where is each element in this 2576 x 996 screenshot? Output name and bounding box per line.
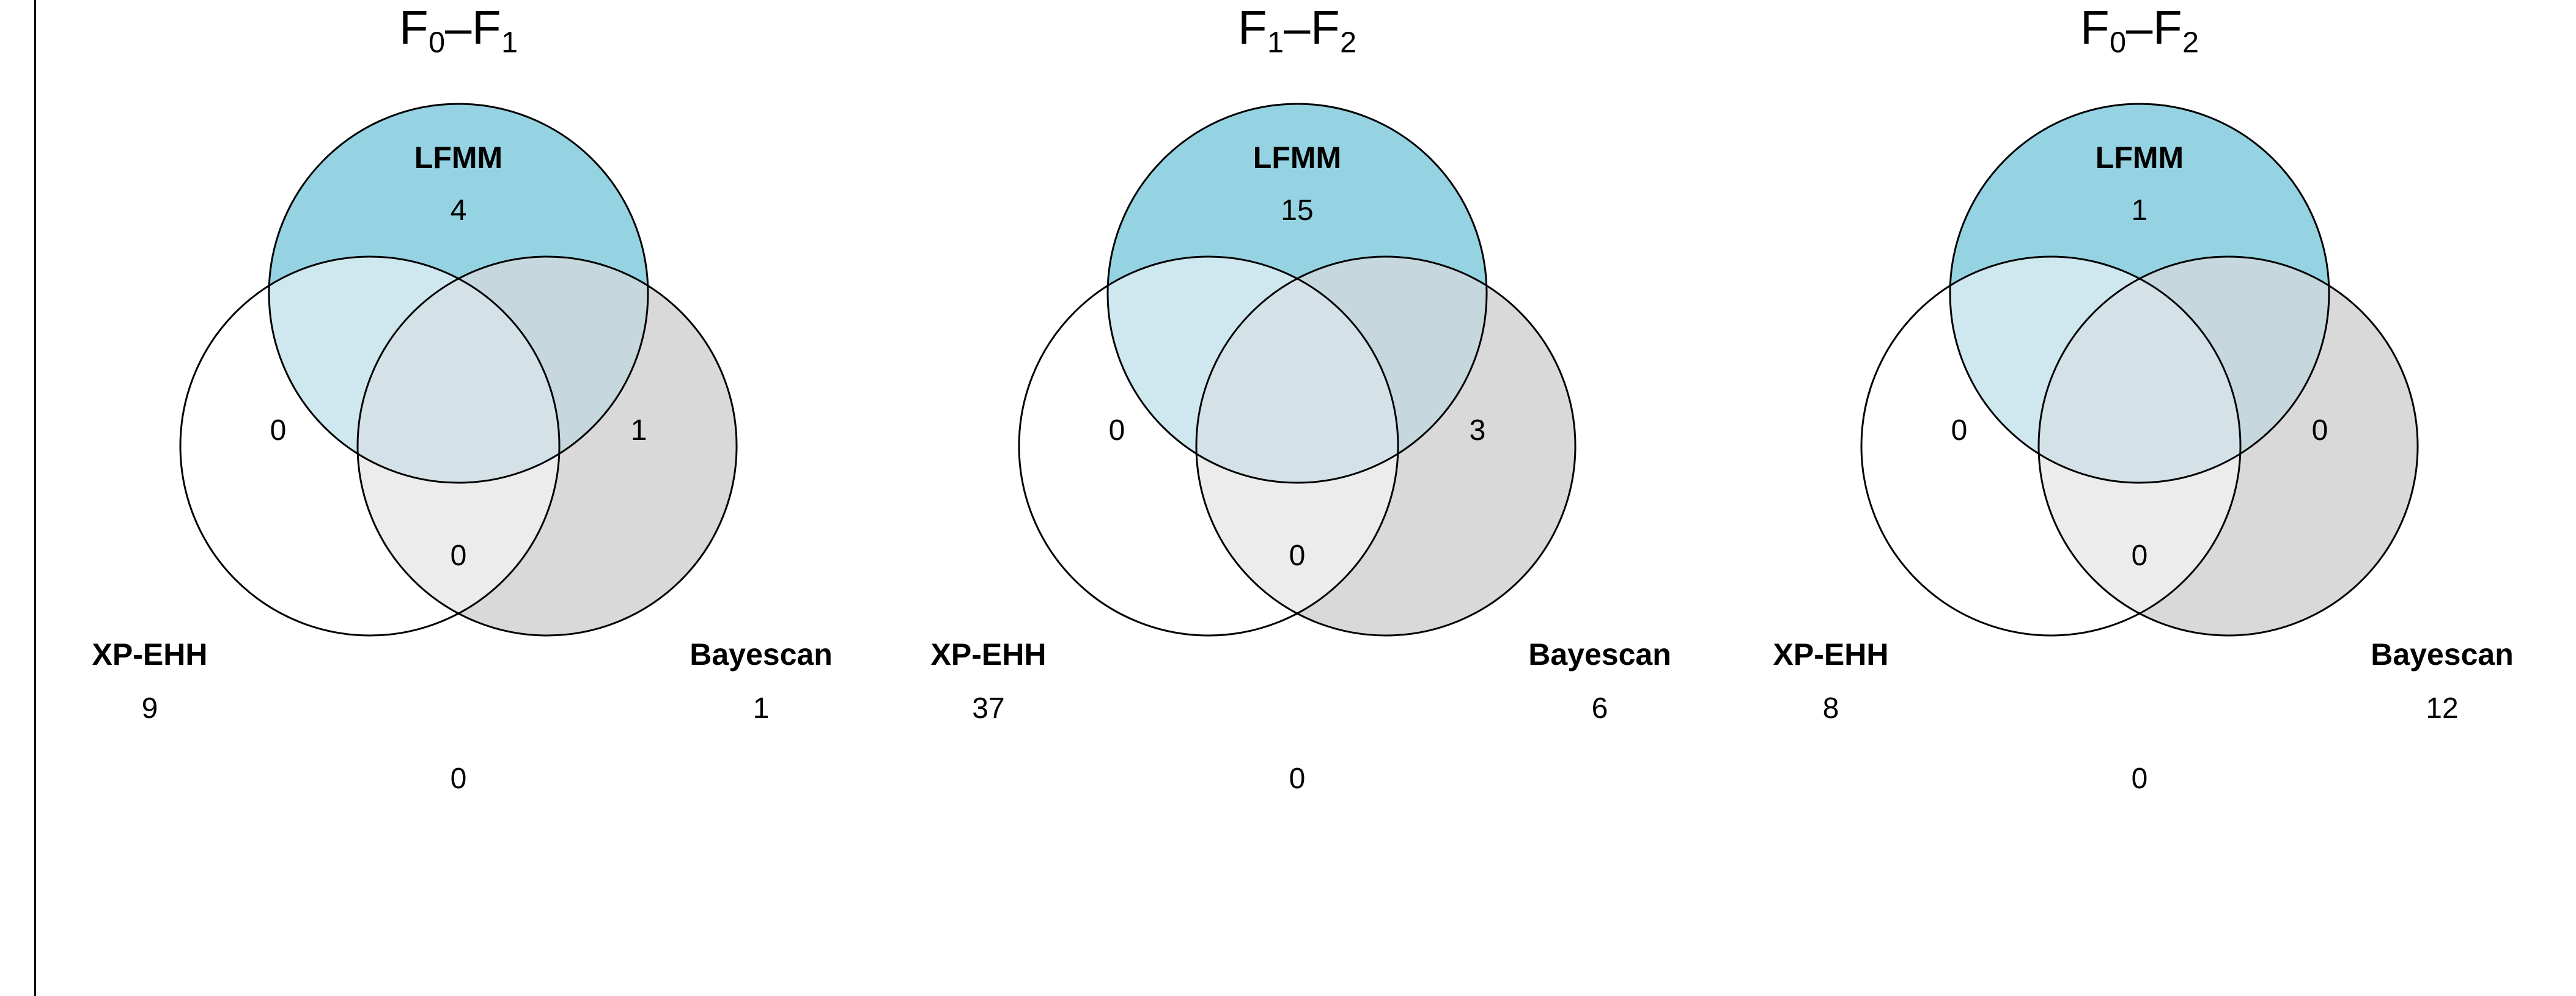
panel-2-count-xpehh-bayescan: 0 (1289, 763, 1306, 795)
panel-2-region-all-three (1196, 257, 1398, 483)
panel-2-title-dash: – (1284, 1, 1311, 54)
panel-2-circle-bayescan-outline (1195, 255, 1577, 637)
panel-1-count-lfmm-xpehh: 0 (270, 414, 287, 447)
panel-1-count-lfmm-bayescan: 1 (631, 414, 647, 447)
panel-3-region-all-three (2039, 257, 2240, 483)
panel-2-count-lfmm: 15 (1281, 194, 1313, 227)
panel-2-count-lfmm-xpehh: 0 (1109, 414, 1125, 447)
panel-2-title-left-letter: F (1237, 1, 1268, 54)
panel-2-title-right-letter: F (1310, 1, 1341, 54)
panel-3-label-lfmm: LFMM (2096, 141, 2184, 175)
panel-3-count-all-three: 0 (2132, 540, 2148, 572)
panel-2-title: F1–F2 (875, 4, 1719, 57)
panel-1-title-dash: – (445, 1, 472, 54)
panel-1-title-right-letter: F (471, 1, 502, 54)
panel-3-count-lfmm: 1 (2132, 194, 2148, 227)
panel-2-circle-lfmm-outline (1106, 103, 1488, 484)
panel-2-label-lfmm: LFMM (1253, 141, 1341, 175)
panel-3-circle-xpehh-outline (1860, 255, 2242, 637)
panel-1-count-lfmm: 4 (451, 194, 467, 227)
panel-1-circle-lfmm-outline (268, 103, 649, 484)
left-border-rule (34, 0, 36, 996)
panel-1-count-bayescan: 1 (753, 692, 770, 725)
venn-panel-3: F0–F2 LFMM 1 XP-EHH 8 Bayescan 12 (1718, 0, 2561, 996)
panel-1-circle-bayescan-outline (356, 255, 738, 637)
panel-2-title-right-sub: 2 (1340, 26, 1356, 59)
panel-1-venn-svg: LFMM 4 XP-EHH 9 Bayescan 1 0 1 0 0 (92, 103, 833, 795)
panel-3-title-right-sub: 2 (2182, 26, 2199, 59)
panel-2-count-all-three: 0 (1289, 540, 1306, 572)
panel-2-title-left-sub: 1 (1267, 26, 1284, 59)
panel-3-label-xpehh: XP-EHH (1773, 637, 1889, 672)
panel-3-count-xpehh: 8 (1823, 692, 1839, 725)
panel-3-title-right-letter: F (2152, 1, 2183, 54)
panel-1-count-all-three: 0 (451, 540, 467, 572)
panel-2-count-bayescan: 6 (1592, 692, 1608, 725)
panel-1-count-xpehh-bayescan: 0 (451, 763, 467, 795)
panel-2-venn-svg: LFMM 15 XP-EHH 37 Bayescan 6 0 3 0 0 (931, 103, 1671, 795)
panel-3-count-bayescan: 12 (2426, 692, 2458, 725)
panel-3-count-xpehh-bayescan: 0 (2132, 763, 2148, 795)
panel-3-title: F0–F2 (1718, 4, 2561, 57)
panel-3-venn-svg: LFMM 1 XP-EHH 8 Bayescan 12 0 0 0 0 (1773, 103, 2514, 795)
panel-1-circle-xpehh-outline (179, 255, 561, 637)
panel-1-label-bayescan: Bayescan (690, 637, 833, 672)
venn-panel-2: F1–F2 LFMM 15 XP-EHH 37 Bayescan 6 (875, 0, 1719, 996)
panel-1-title-left-letter: F (399, 1, 429, 54)
panel-1-label-xpehh: XP-EHH (92, 637, 208, 672)
panel-1-title: F0–F1 (37, 4, 880, 57)
panel-3-title-left-sub: 0 (2110, 26, 2127, 59)
panel-2-label-bayescan: Bayescan (1528, 637, 1671, 672)
panel-3-circle-bayescan-outline (2037, 255, 2419, 637)
panel-3-title-dash: – (2126, 1, 2153, 54)
panel-3-count-lfmm-xpehh: 0 (1951, 414, 1968, 447)
panel-1-title-left-sub: 0 (429, 26, 446, 59)
panel-2-count-lfmm-bayescan: 3 (1470, 414, 1486, 447)
panel-1-label-lfmm: LFMM (414, 141, 502, 175)
panel-3-circle-lfmm-outline (1949, 103, 2330, 484)
panel-2-count-xpehh: 37 (972, 692, 1004, 725)
panel-3-count-lfmm-bayescan: 0 (2312, 414, 2328, 447)
venn-panel-1: F0–F1 LFMM 4 XP-EHH 9 (37, 0, 880, 996)
panel-1-region-all-three (358, 257, 559, 483)
panel-3-title-left-letter: F (2080, 1, 2110, 54)
panel-2-circle-xpehh-outline (1018, 255, 1399, 637)
panel-3-label-bayescan: Bayescan (2371, 637, 2514, 672)
panel-1-title-right-sub: 1 (501, 26, 518, 59)
panel-2-label-xpehh: XP-EHH (931, 637, 1047, 672)
panel-1-count-xpehh: 9 (142, 692, 158, 725)
